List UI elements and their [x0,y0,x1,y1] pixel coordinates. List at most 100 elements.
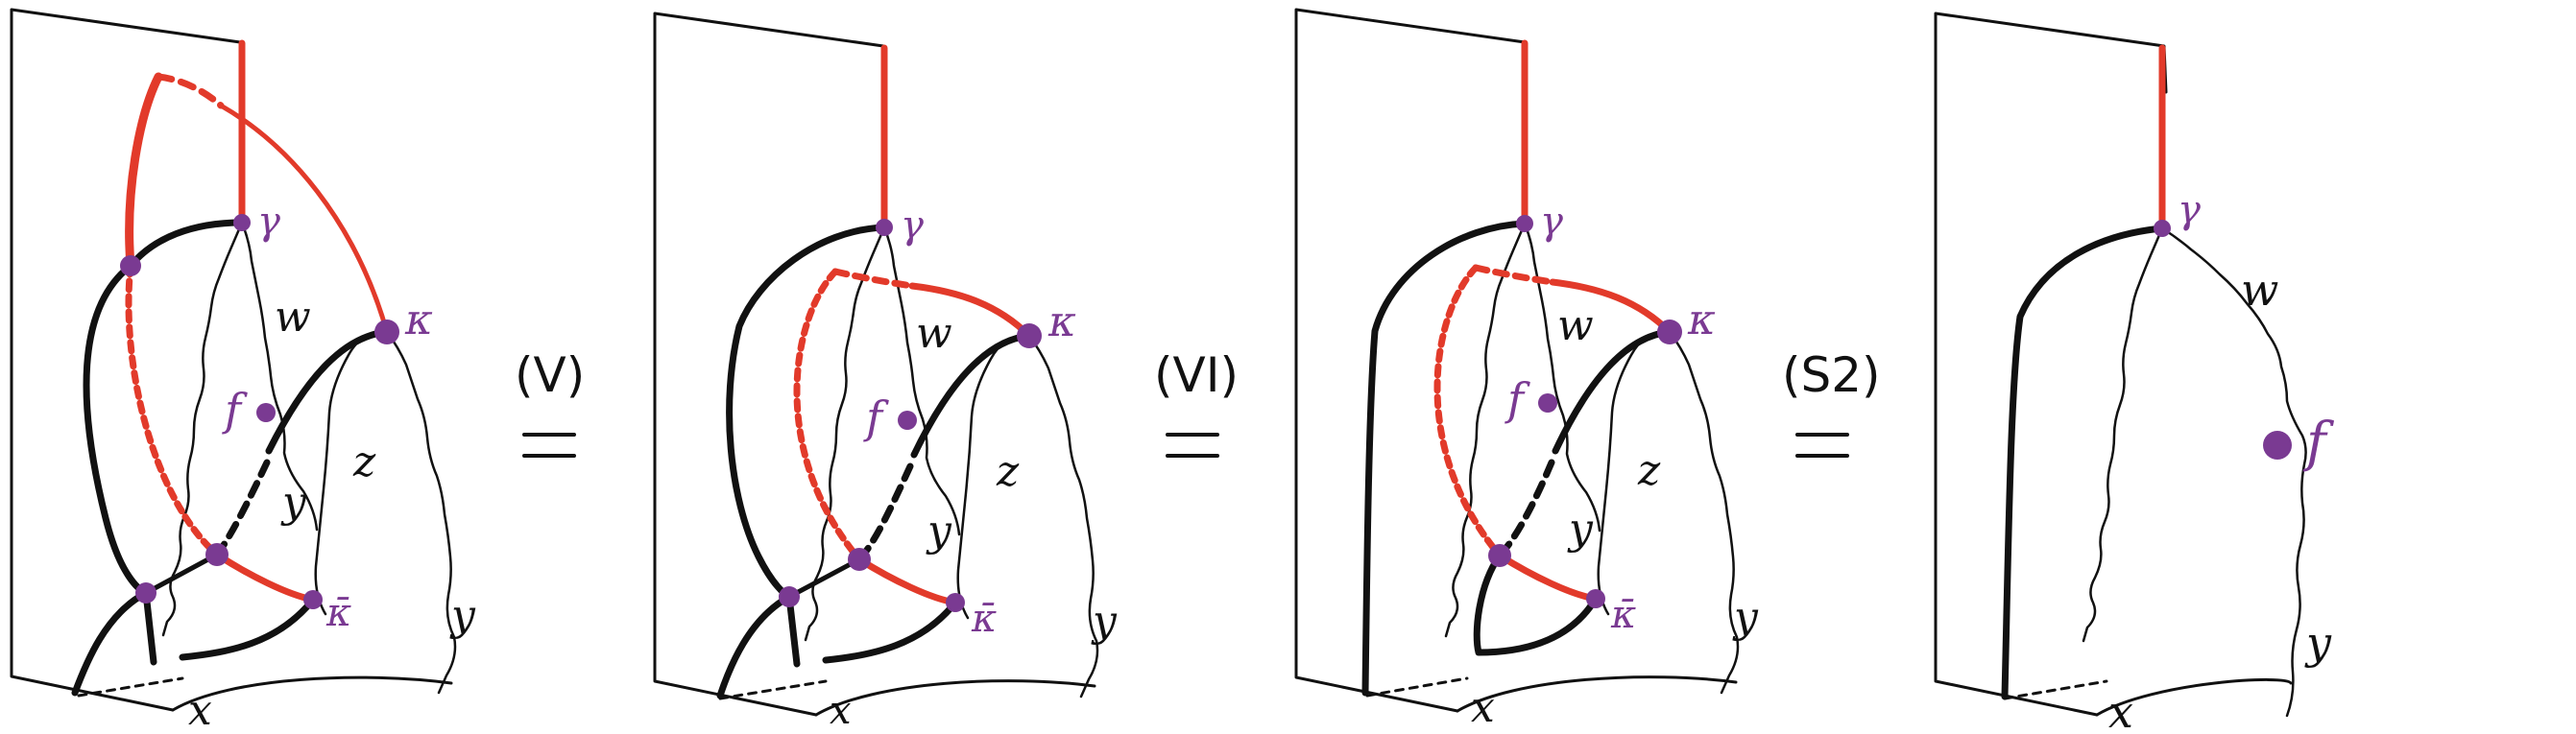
red-lower-arc [1496,552,1600,603]
wavy-x-sheet [161,221,244,637]
black-lower-left-strand [716,593,793,699]
relation-2: (VI) [1154,347,1239,458]
label-gamma: γ [1540,200,1563,244]
red-left-dashed [1433,264,1504,559]
red-outer-arc [218,103,390,335]
black-short-drop [785,593,801,668]
black-short-drop [142,589,157,666]
wavy-z-sheet [314,330,389,616]
point-kappa-bar [303,590,323,609]
black-kappa-arc [1552,328,1673,455]
base-back-edge-dashed [2003,679,2108,700]
base-back-edge-dashed [1365,676,1469,698]
base-back-edge-dashed [77,676,184,698]
label-kappa-bar: κ̄ [1610,593,1636,637]
relation-name: (V) [515,347,585,403]
label-f: f [863,391,889,443]
panel-4: γ w f y x [1934,12,2335,734]
label-z: z [352,438,376,486]
label-w: w [2241,264,2278,316]
label-gamma: γ [901,203,924,248]
label-y-inner: y [280,478,307,527]
point-lower-left [779,586,800,607]
relation-3: (S2) [1782,347,1881,458]
wavy-y-sheet [385,330,457,695]
label-y-outer: y [449,591,476,640]
black-kappa-bar-arc [822,599,959,664]
wavy-y-sheet [1027,334,1099,698]
wavy-x-sheet [1444,222,1527,638]
point-gamma [233,214,251,231]
panel-2: γ κ κ̄ w f z y y x [653,12,1118,733]
point-left-top [120,255,141,276]
label-f: f [2302,412,2335,474]
black-left-arch [1361,220,1529,697]
sheet-outline [1934,12,2168,717]
panel-3: γ κ κ̄ w f z y y x [1294,8,1759,732]
black-arc-top [127,219,246,270]
red-lower-arc [855,556,959,606]
point-lower-middle [205,543,229,566]
label-x: x [2108,686,2133,734]
label-y-outer: y [1091,597,1118,646]
black-dashed-back [213,459,271,558]
base-front-edge [814,679,1096,717]
relation-1: (V) [515,347,585,458]
black-left-arch [2001,225,2166,700]
label-x: x [1471,683,1495,732]
label-z: z [1637,446,1661,495]
black-loop-to-kappa-bar [1473,552,1600,656]
wavy-w-curve [240,221,319,532]
black-to-lower-node [143,552,220,596]
red-left-dashed [125,262,221,558]
panel-1: γ κ κ̄ w f z y y x [10,8,476,734]
wavy-w-curve [1523,222,1601,533]
point-f [1538,393,1557,413]
point-lower-middle [1488,544,1511,567]
label-w: w [916,309,952,358]
red-left-loop [125,72,163,271]
label-gamma: γ [2178,188,2201,232]
label-kappa-bar: κ̄ [971,597,997,641]
point-gamma [2154,220,2171,237]
black-dashed-back [855,462,914,563]
wavy-y-sheet [1668,330,1740,695]
wavy-w-curve [882,225,961,536]
red-lower-arc [213,551,317,604]
label-kappa: κ [1687,296,1716,344]
label-kappa-bar: κ̄ [325,591,351,635]
black-kappa-arc [265,328,391,455]
point-kappa [1017,323,1042,348]
wavy-w-curve [2160,226,2307,718]
label-y: y [2304,617,2332,669]
wavy-z-sheet [956,334,1031,620]
wavy-z-sheet [1597,330,1672,616]
point-f [898,411,917,430]
equals-sign [1166,433,1219,458]
label-y-inner: y [1567,505,1594,554]
label-y-outer: y [1732,593,1759,642]
point-kappa-bar [1586,589,1605,608]
label-y-inner: y [926,507,952,556]
label-w: w [1557,301,1594,350]
point-gamma [1516,215,1533,232]
black-to-lower-node [786,556,862,600]
label-x: x [830,689,852,733]
point-kappa-bar [946,593,965,612]
label-w: w [275,293,311,342]
sheet-outline [1294,8,1529,713]
wavy-x-sheet [2082,226,2164,643]
point-f [2263,431,2292,460]
point-gamma [876,219,893,236]
equals-sign [1795,433,1849,458]
relation-name: (VI) [1154,347,1239,403]
red-kappa-arc [908,282,1033,340]
base-front-edge [1456,675,1738,713]
base-front-edge [171,675,453,712]
label-kappa: κ [1047,297,1076,346]
red-kappa-arc [1549,278,1673,336]
base-front-edge [2095,677,2293,717]
red-top-dashed [1472,264,1556,286]
black-kappa-bar-arc [179,596,317,661]
